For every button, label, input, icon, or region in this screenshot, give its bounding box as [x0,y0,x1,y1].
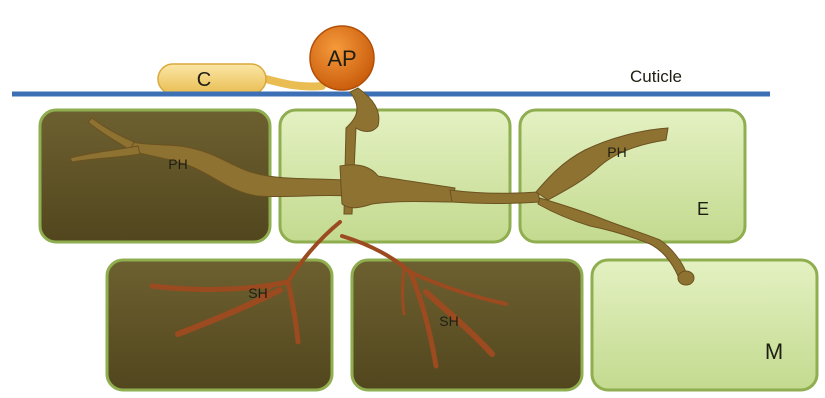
mesophyll-label: M [765,339,783,364]
primary-hypha-left-label: PH [168,156,187,172]
secondary-hypha-right-label: SH [439,313,458,329]
epidermis-label: E [697,199,709,219]
conidium-label: C [197,69,211,91]
appressorium-label: AP [327,46,356,71]
secondary-hypha-left-label: SH [248,285,267,301]
cuticle-label: Cuticle [630,67,682,86]
conidium [158,64,322,94]
primary-hypha-right-label: PH [607,144,626,160]
epidermal-cell-center [280,110,510,242]
mesophyll-cell-right [592,260,817,390]
